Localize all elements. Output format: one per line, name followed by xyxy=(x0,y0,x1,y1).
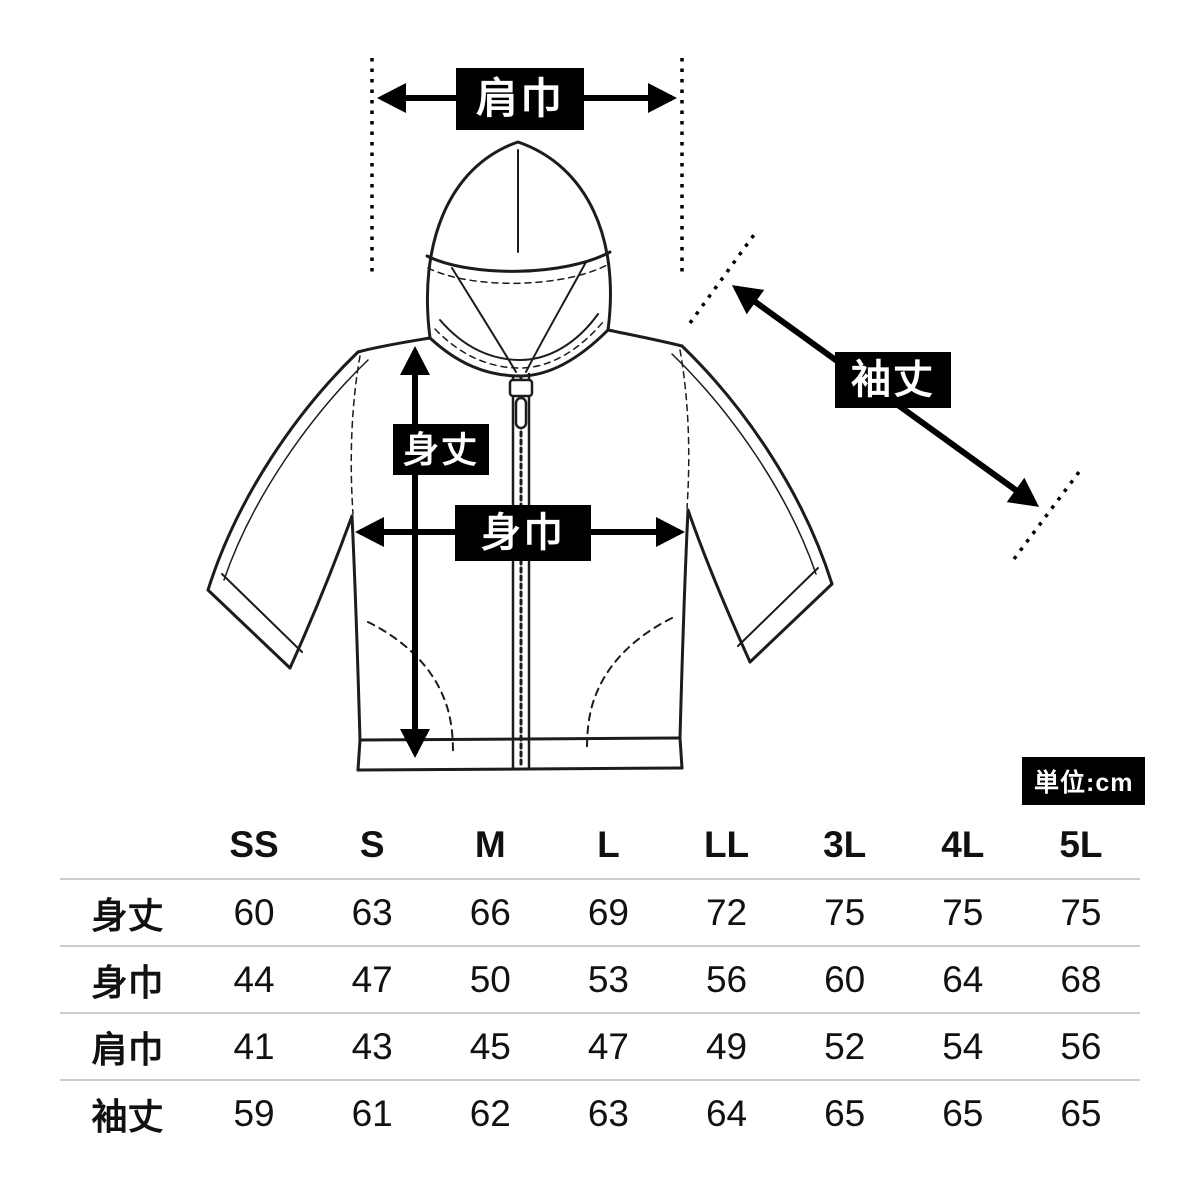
cell: 63 xyxy=(587,1092,630,1134)
cell: 53 xyxy=(587,958,630,1000)
size-header-ss: SS xyxy=(229,824,279,865)
cell: 56 xyxy=(1060,1025,1102,1067)
size-table-header-row: SS S M L LL 3L 4L 5L xyxy=(60,812,1140,878)
cell: 75 xyxy=(824,891,866,933)
table-row-sleeve-length: 袖丈 59 61 62 63 64 65 65 65 xyxy=(60,1079,1140,1146)
hoodie-diagram xyxy=(206,58,1084,772)
size-header-5l: 5L xyxy=(1059,824,1103,865)
unit-label: 単位:cm xyxy=(1022,757,1146,805)
cell: 52 xyxy=(824,1025,866,1067)
sleeve-guide-top xyxy=(688,230,758,325)
cell: 54 xyxy=(942,1025,984,1067)
cell: 49 xyxy=(705,1025,748,1067)
cell: 60 xyxy=(233,891,275,933)
cell: 50 xyxy=(469,958,511,1000)
cell: 66 xyxy=(469,891,511,933)
cell: 56 xyxy=(705,958,748,1000)
cell: 63 xyxy=(351,891,393,933)
row-label: 身丈 xyxy=(91,894,164,936)
sleeve-guide-bottom xyxy=(1012,466,1084,561)
cell: 72 xyxy=(705,891,748,933)
shoulder-width-label: 肩巾 xyxy=(456,68,585,131)
table-row-shoulder-width: 肩巾 41 43 45 47 49 52 54 56 xyxy=(60,1012,1140,1079)
cell: 68 xyxy=(1060,958,1102,1000)
cell: 47 xyxy=(587,1025,630,1067)
table-row-body-width: 身巾 44 47 50 53 56 60 64 68 xyxy=(60,945,1140,1012)
cell: 59 xyxy=(233,1092,275,1134)
size-header-m: M xyxy=(474,824,506,865)
measurement-guides xyxy=(370,58,1084,561)
cell: 65 xyxy=(942,1092,984,1134)
cell: 75 xyxy=(942,891,984,933)
body-width-label: 身巾 xyxy=(455,505,591,561)
size-table: SS S M L LL 3L 4L 5L 身丈 60 63 66 69 72 7… xyxy=(60,812,1140,1146)
size-header-ll: LL xyxy=(703,824,750,865)
row-label: 身巾 xyxy=(91,961,164,1003)
row-label: 袖丈 xyxy=(91,1095,164,1137)
cell: 43 xyxy=(351,1025,393,1067)
cell: 45 xyxy=(469,1025,511,1067)
cell: 62 xyxy=(469,1092,511,1134)
table-row-body-length: 身丈 60 63 66 69 72 75 75 75 xyxy=(60,878,1140,945)
cell: 65 xyxy=(1060,1092,1102,1134)
hoodie-outline xyxy=(206,140,834,772)
cell: 64 xyxy=(705,1092,748,1134)
row-label: 肩巾 xyxy=(91,1028,164,1070)
cell: 69 xyxy=(587,891,630,933)
cell: 65 xyxy=(824,1092,866,1134)
size-header-s: S xyxy=(359,824,385,865)
cell: 64 xyxy=(942,958,984,1000)
sleeve-length-label: 袖丈 xyxy=(835,352,951,408)
cell: 75 xyxy=(1060,891,1102,933)
cell: 60 xyxy=(824,958,866,1000)
size-header-l: L xyxy=(597,824,620,865)
body-length-label: 身丈 xyxy=(393,424,490,476)
cell: 47 xyxy=(351,958,393,1000)
cell: 41 xyxy=(233,1025,275,1067)
cell: 44 xyxy=(233,958,275,1000)
size-header-4l: 4L xyxy=(941,824,985,865)
size-header-3l: 3L xyxy=(823,824,867,865)
cell: 61 xyxy=(351,1092,393,1134)
